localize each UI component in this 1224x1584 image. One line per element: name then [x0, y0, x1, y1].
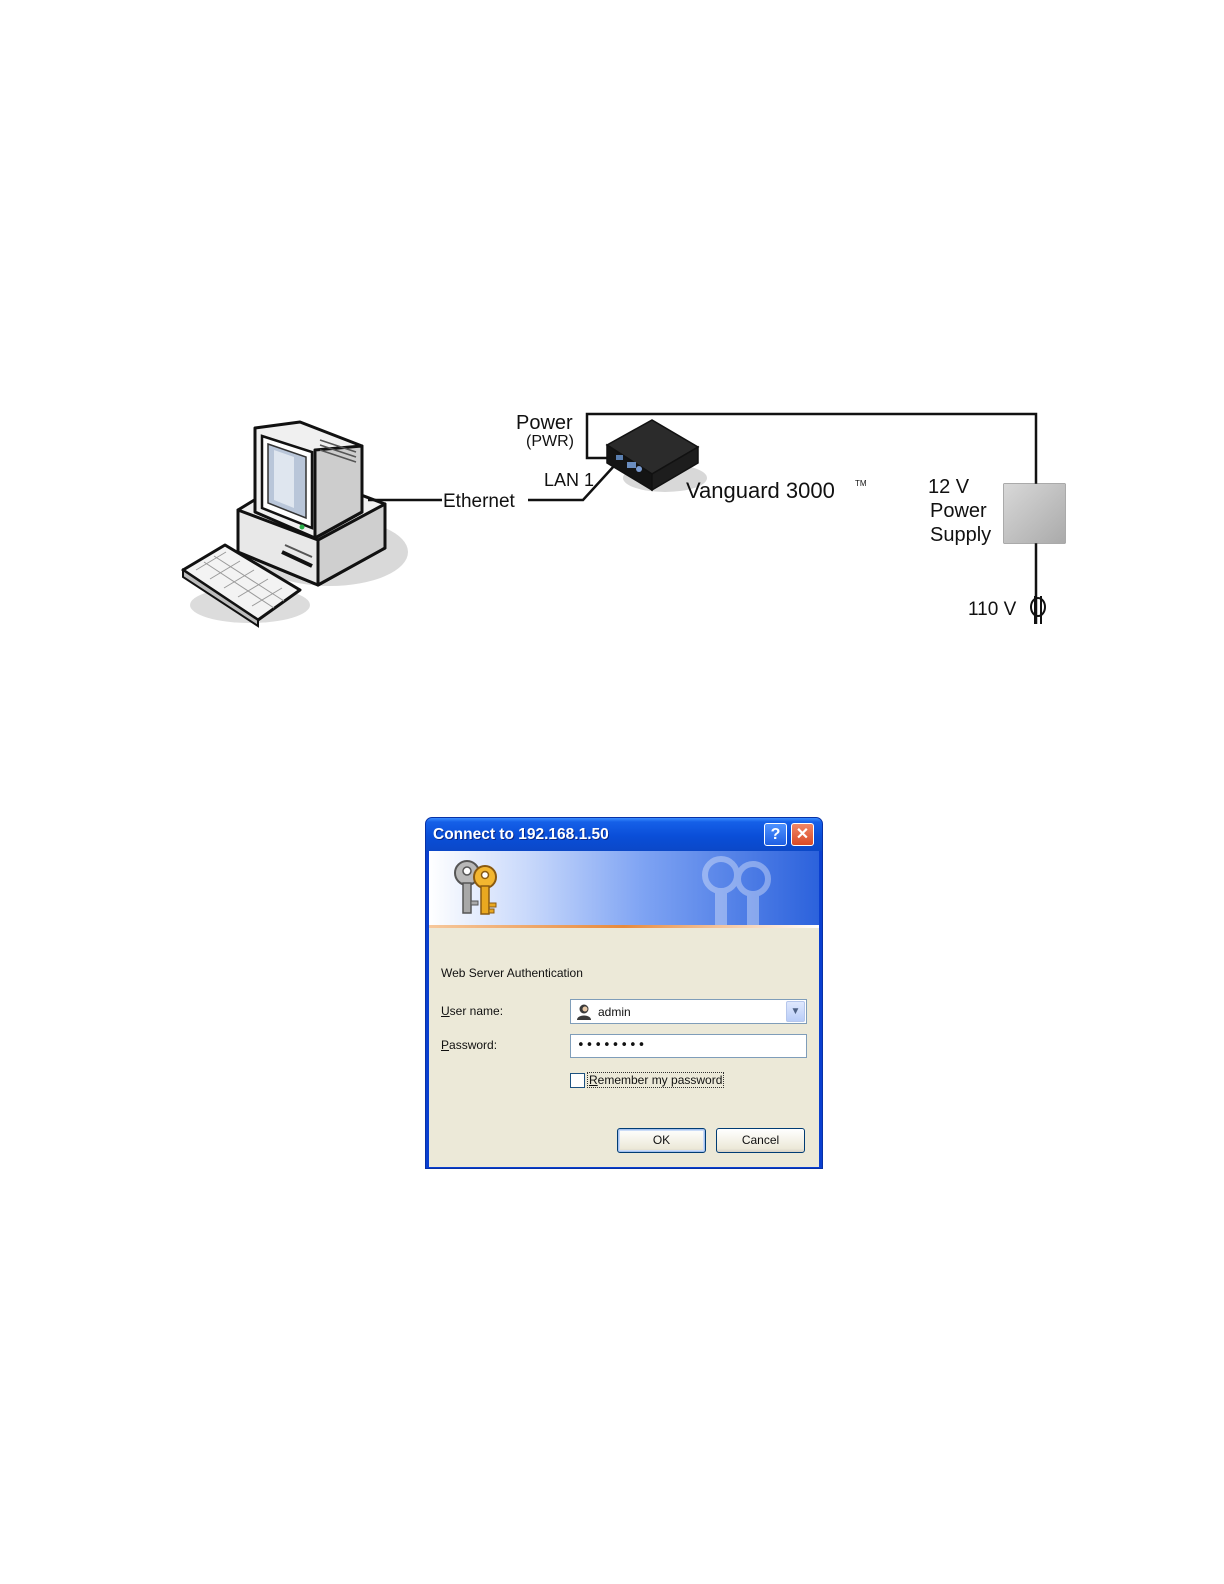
- user-icon: [575, 1003, 593, 1021]
- login-dialog: Connect to 192.168.1.50 ? ✕: [425, 817, 823, 1169]
- help-button[interactable]: ?: [764, 823, 787, 846]
- password-field[interactable]: ••••••••: [570, 1034, 807, 1058]
- password-mnemonic: P: [441, 1038, 449, 1052]
- label-supply-line2: Supply: [930, 524, 991, 546]
- auth-message: Web Server Authentication: [441, 966, 583, 980]
- banner-divider: [429, 925, 819, 928]
- dialog-title: Connect to 192.168.1.50: [433, 826, 609, 844]
- remember-password-checkbox[interactable]: [570, 1073, 585, 1088]
- label-mains: 110 V: [968, 599, 1017, 620]
- chevron-down-icon: ▼: [791, 1006, 801, 1017]
- user-name-combobox[interactable]: admin ▼: [570, 999, 807, 1024]
- power-supply-icon: [1004, 484, 1065, 543]
- label-trademark: TM: [855, 479, 867, 488]
- remember-label-text: emember my password: [598, 1073, 723, 1087]
- label-pwr: (PWR): [526, 433, 574, 450]
- mains-plug-icon: [1031, 596, 1045, 624]
- close-button[interactable]: ✕: [791, 823, 814, 846]
- label-ethernet: Ethernet: [443, 491, 516, 512]
- remember-password-label[interactable]: Remember my password: [588, 1073, 723, 1087]
- user-name-dropdown-button[interactable]: ▼: [786, 1001, 805, 1022]
- label-supply-line1: Power: [930, 500, 987, 522]
- user-name-label-text: ser name:: [450, 1004, 503, 1018]
- close-icon: ✕: [796, 826, 809, 843]
- user-name-mnemonic: U: [441, 1004, 450, 1018]
- keys-icon: [445, 857, 505, 919]
- label-power: Power: [516, 412, 573, 434]
- network-diagram: Power (PWR) LAN 1 Ethernet Vanguard 3000…: [0, 0, 1224, 700]
- user-name-value: admin: [598, 1005, 631, 1019]
- dialog-banner: [429, 851, 819, 925]
- label-supply-voltage: 12 V: [928, 476, 970, 498]
- dialog-body: Web Server Authentication User name: adm…: [429, 851, 819, 1167]
- keys-watermark-icon: [691, 853, 811, 925]
- label-lan1: LAN 1: [544, 470, 594, 490]
- user-name-label: User name:: [441, 1004, 503, 1018]
- password-label-text: assword:: [449, 1038, 497, 1052]
- ok-button[interactable]: OK: [617, 1128, 706, 1153]
- help-icon: ?: [771, 826, 781, 843]
- cancel-button[interactable]: Cancel: [716, 1128, 805, 1153]
- password-label: Password:: [441, 1038, 497, 1052]
- remember-mnemonic: R: [589, 1073, 598, 1087]
- dialog-titlebar[interactable]: Connect to 192.168.1.50 ? ✕: [426, 818, 822, 851]
- computer-icon: [183, 422, 408, 626]
- label-device: Vanguard 3000: [686, 478, 835, 503]
